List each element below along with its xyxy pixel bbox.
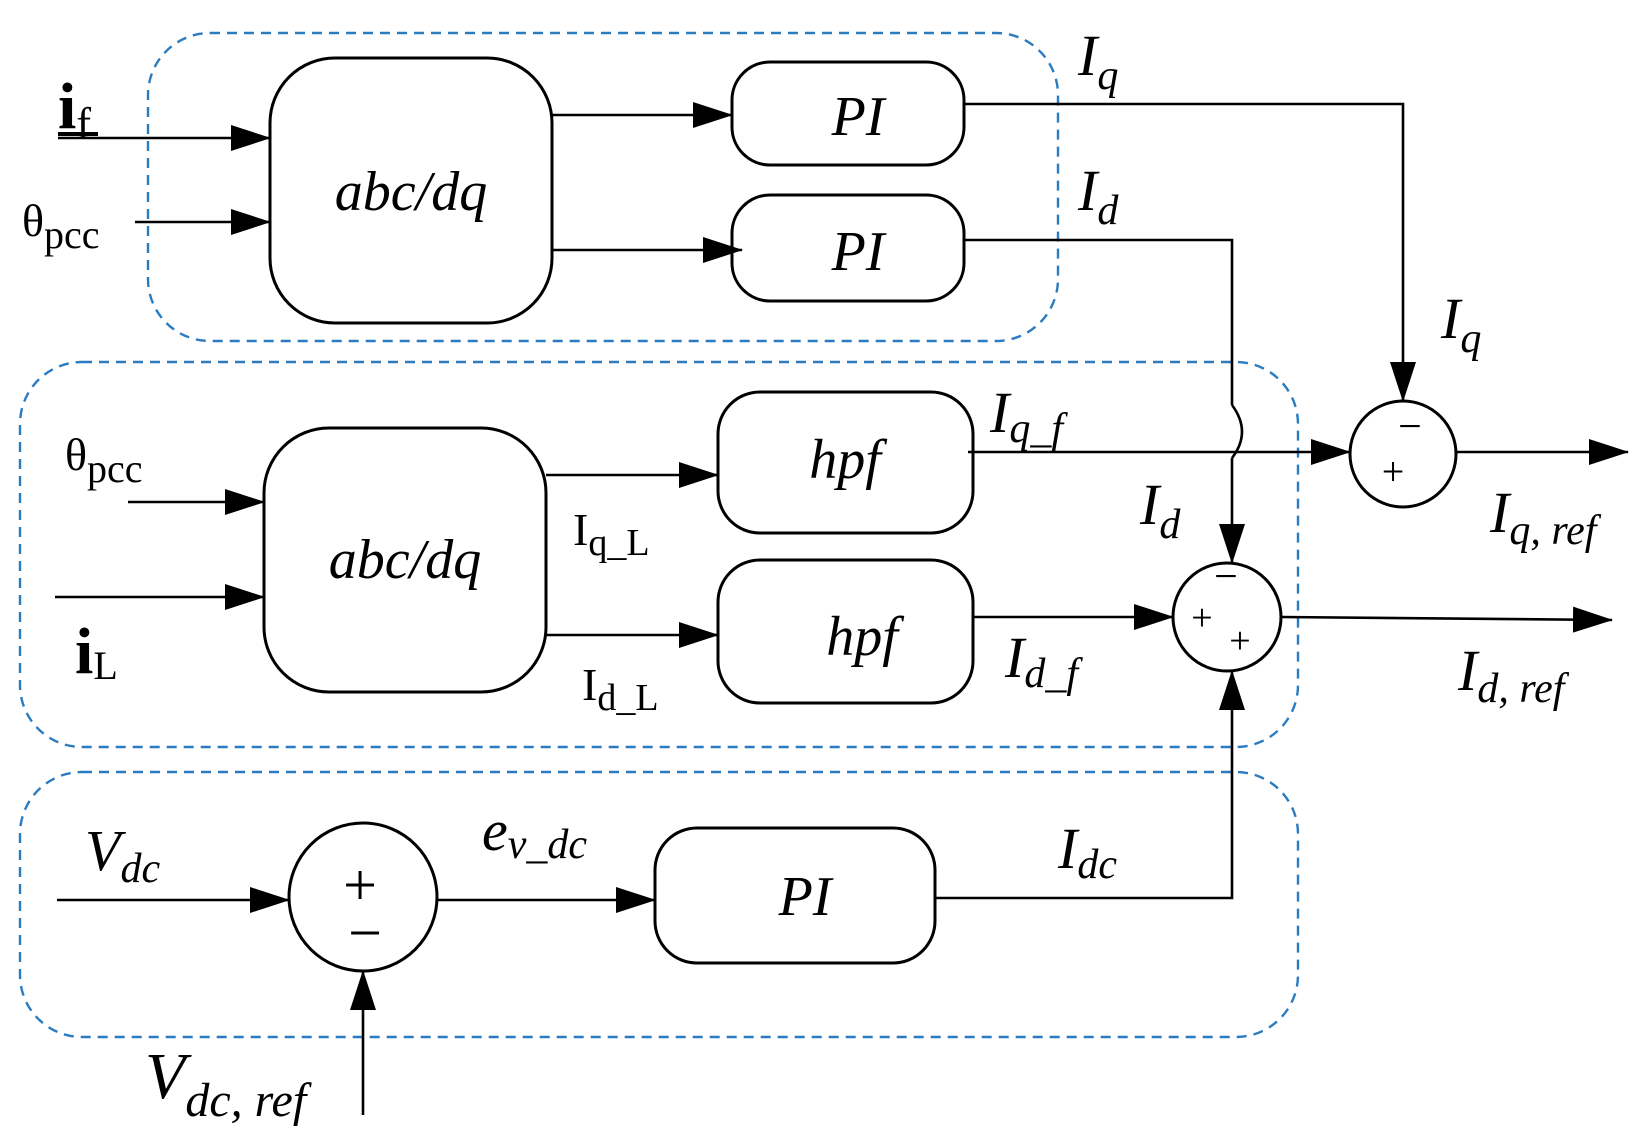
hpf-block-d: hpf (716, 558, 975, 705)
dc-summing-junction: + − (287, 821, 439, 973)
q-sum-top-sign: − (1398, 404, 1422, 450)
hpf-block-d-label: hpf (826, 606, 905, 668)
wire-id-down-upper (964, 238, 1234, 405)
group-border-current-measurement (146, 31, 1060, 343)
label-if: if (58, 70, 91, 148)
dc-sum-top-sign: + (343, 852, 377, 918)
dc-sum-bottom-sign: − (348, 900, 382, 966)
group-border-dc-voltage-control (18, 770, 1300, 1039)
label-theta-pcc-mid: θpcc (65, 429, 143, 491)
label-iq-top: Iq (1077, 23, 1118, 99)
label-iq-ref: Iq, ref (1489, 480, 1602, 554)
abcdq-block-mid: abc/dq (262, 426, 548, 694)
d-sum-top-sign: − (1214, 554, 1238, 600)
label-il: iL (75, 615, 118, 688)
d-sum-bottom-sign: + (1229, 620, 1250, 662)
label-id-f: Id_f (1004, 625, 1083, 697)
pi-block-q: PI (730, 60, 966, 167)
label-ev-dc: ev_dc (482, 798, 587, 868)
label-vdc: Vdc (85, 818, 160, 892)
label-theta-pcc-top: θpcc (22, 195, 100, 257)
hpf-block-q-label: hpf (809, 429, 888, 491)
pi-block-dc: PI (653, 826, 937, 965)
wire-iq-to-q-sum (964, 102, 1416, 402)
group-border-load-current-filter (18, 360, 1300, 749)
pi-block-q-label: PI (831, 86, 887, 148)
abcdq-block-top-label: abc/dq (335, 161, 487, 223)
label-vdc-ref: Vdc, ref (145, 1040, 312, 1127)
label-idc: Idc (1057, 816, 1117, 888)
d-sum-left-sign: + (1191, 597, 1212, 639)
hpf-block-q: hpf (716, 390, 975, 535)
pi-block-d-label: PI (831, 221, 887, 283)
wire-id-ref-out (1280, 606, 1613, 633)
label-iq-L: Iq_L (573, 504, 650, 564)
label-id-mid: Id (1139, 472, 1181, 548)
d-summing-junction: − + + (1171, 554, 1283, 673)
pi-block-dc-label: PI (778, 866, 834, 928)
label-iq-f: Iq_f (989, 380, 1068, 452)
wire-idc-to-d-sum (935, 670, 1245, 900)
q-sum-bottom-sign: + (1382, 449, 1405, 494)
wire-id-hop-over (1230, 404, 1244, 459)
abcdq-block-mid-label: abc/dq (329, 529, 481, 591)
label-id-L: Id_L (582, 659, 659, 719)
q-summing-junction: − + (1348, 399, 1458, 509)
abcdq-block-top: abc/dq (268, 56, 554, 325)
label-iq-right: Iq (1440, 286, 1481, 362)
label-id-ref: Id, ref (1457, 638, 1570, 712)
pi-block-d: PI (730, 193, 966, 303)
label-id-top: Id (1077, 158, 1119, 234)
